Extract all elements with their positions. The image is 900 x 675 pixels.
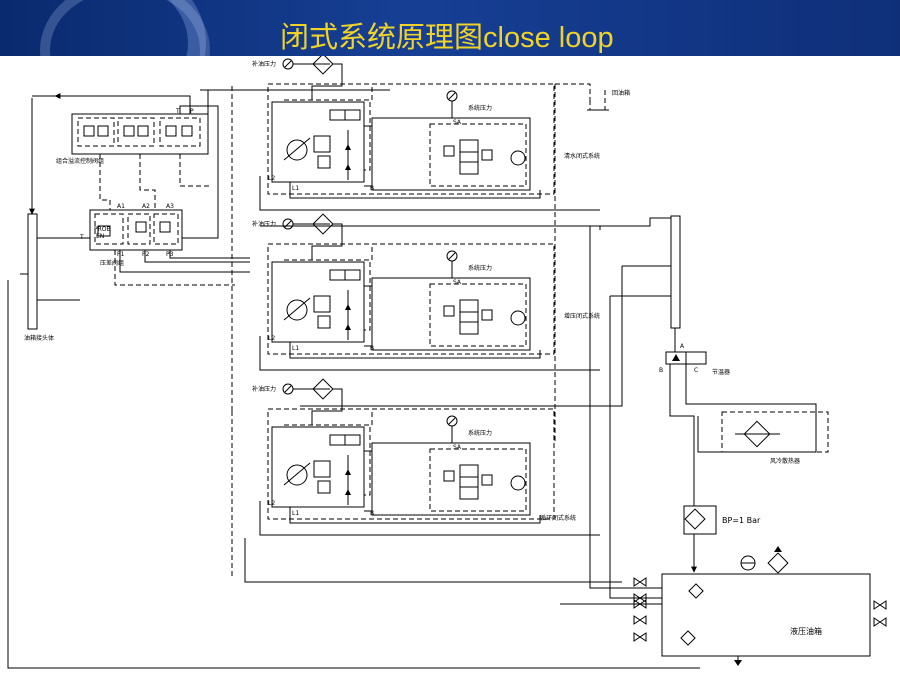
system-pressure-label: 系统压力 <box>468 104 492 112</box>
port-sa-label: SA <box>453 119 462 126</box>
ball-valve-icon <box>633 615 647 625</box>
title-en: close loop <box>483 22 614 54</box>
port-l2-label: L2 <box>268 175 275 182</box>
charge-pressure-label: 补油压力 <box>252 60 276 68</box>
port-l1-label: L1 <box>292 345 299 352</box>
air-cooler-label: 风冷散热器 <box>770 457 800 465</box>
tank-manifold-left: 油箱接头体 <box>24 98 54 342</box>
system-pressure-label: 系统压力 <box>468 264 492 272</box>
ball-valve-icon <box>873 600 887 610</box>
left-piping <box>7 89 700 669</box>
right-dashed-lines: 回油箱 <box>554 83 630 444</box>
multi-relief-valve-block: 组合溢流控制阀组 T P <box>56 108 209 165</box>
port-b-label: B <box>370 345 374 352</box>
slide-title: 闭式系统原理图close loop <box>280 14 614 56</box>
ball-valve-icon <box>633 593 647 603</box>
ball-valve-icon <box>633 599 647 609</box>
port-b-label: B <box>370 185 374 192</box>
air-cooler: 风冷散热器 <box>721 411 829 465</box>
return-filter: BP=1 Bar <box>683 505 761 573</box>
thermostatic-valve: A B C 节温器 <box>659 343 817 506</box>
bp-label: BP=1 Bar <box>722 516 761 525</box>
hydraulic-schematic: 组合溢流控制阀组 T P PROB EN A1 A2 A3 P1 P2 P3 T… <box>7 56 887 669</box>
port-c-label: C <box>694 367 698 374</box>
multi-valve-label: 组合溢流控制阀组 <box>56 157 104 165</box>
hydraulic-tank-label: 液压油箱 <box>790 626 822 636</box>
p2-label: P2 <box>142 251 150 258</box>
a2-label: A2 <box>142 203 150 210</box>
tank-return-label: 回油箱 <box>612 89 630 97</box>
port-b-label: B <box>659 367 663 374</box>
manifold-label: 油箱接头体 <box>24 334 54 342</box>
title-zh: 闭式系统原理图 <box>280 20 484 54</box>
a3-label: A3 <box>166 203 174 210</box>
tank-supply-lines <box>244 226 662 605</box>
ball-valve-icon <box>873 617 887 627</box>
port-l1-label: L1 <box>292 185 299 192</box>
port-l2-label: L2 <box>268 500 275 507</box>
pressure-valve-block: PROB EN A1 A2 A3 P1 P2 P3 T 压差阀组 <box>79 203 183 267</box>
p1-label: P1 <box>117 251 125 258</box>
port-b-label: B <box>370 510 374 517</box>
port-sa-label: SA <box>453 279 462 286</box>
hydraulic-tank: 液压油箱 <box>633 546 887 666</box>
port-l2-label: L2 <box>268 335 275 342</box>
system-name-label: 增压闭式系统 <box>564 312 600 320</box>
thermo-valve-label: 节温器 <box>712 368 730 376</box>
slide-header: 闭式系统原理图close loop <box>0 0 900 56</box>
port-sa-label: SA <box>453 444 462 451</box>
system-name-label: 循环闭式系统 <box>540 514 576 522</box>
system-name-label: 清水闭式系统 <box>564 152 600 160</box>
ball-valve-icon <box>633 632 647 642</box>
prob-label: PROB <box>94 226 111 233</box>
pressure-valve-label: 压差阀组 <box>100 259 124 267</box>
port-t-label: T <box>175 108 180 115</box>
port-p-label: P <box>190 108 194 115</box>
a1-label: A1 <box>117 203 125 210</box>
charge-pressure-label: 补油压力 <box>252 220 276 228</box>
port-l1-label: L1 <box>292 510 299 517</box>
ball-valve-icon <box>633 577 647 587</box>
en-label: EN <box>96 233 104 240</box>
system-pressure-label: 系统压力 <box>468 429 492 437</box>
header-decoration <box>40 0 210 56</box>
port-a-label: A <box>680 343 685 350</box>
charge-pressure-label: 补油压力 <box>252 385 276 393</box>
tank-manifold-right <box>260 215 681 407</box>
